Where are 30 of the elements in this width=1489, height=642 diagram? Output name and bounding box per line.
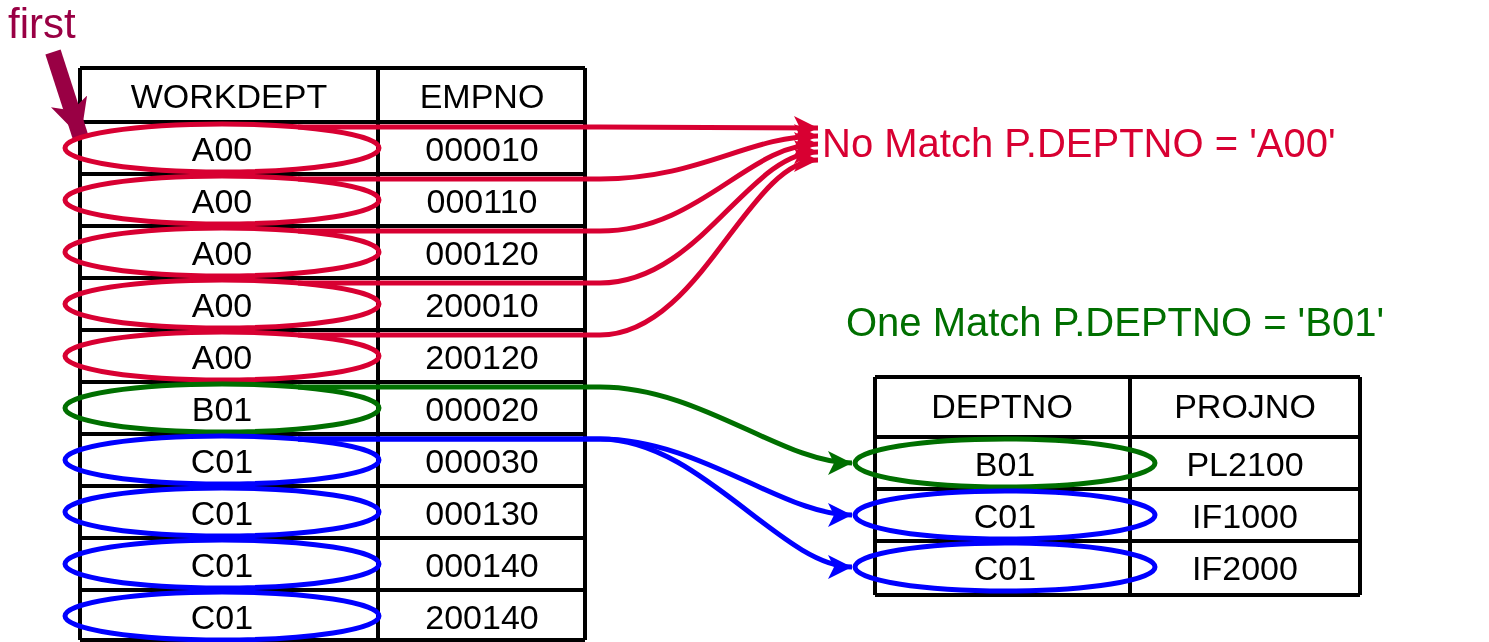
table-value: 000030 (425, 443, 539, 481)
circled-value: C01 (62, 433, 382, 487)
circled-value: C01 (852, 540, 1158, 594)
circled-value: A00 (62, 121, 382, 175)
column-header: WORKDEPT (130, 78, 328, 116)
table-value: IF1000 (1192, 498, 1298, 536)
circled-value: A00 (62, 225, 382, 279)
table-value: 200120 (425, 339, 539, 377)
pointer-label: first (8, 0, 112, 48)
circled-value: A00 (62, 173, 382, 227)
table-value: 000130 (425, 495, 539, 533)
circled-value: C01 (62, 537, 382, 591)
match-note: One Match P.DEPTNO = 'B01' (845, 300, 1385, 344)
table-value: 000140 (425, 547, 539, 585)
column-header: DEPTNO (931, 388, 1073, 426)
circled-value: B01 (62, 381, 382, 435)
result-note: No Match P.DEPTNO = 'A00' (822, 116, 1482, 170)
column-header: EMPNO (419, 78, 545, 116)
circled-value: C01 (62, 589, 382, 642)
circled-value: C01 (62, 485, 382, 539)
table-value: PL2100 (1186, 446, 1304, 484)
table-value: 000020 (425, 391, 539, 429)
table-value: IF2000 (1192, 550, 1298, 588)
column-header: PROJNO (1174, 388, 1316, 426)
arrow (45, 49, 89, 140)
circled-value: A00 (62, 277, 382, 331)
table-value: 200140 (425, 599, 539, 637)
circled-value: C01 (852, 488, 1158, 542)
circled-value: B01 (852, 436, 1158, 490)
circled-value: A00 (62, 329, 382, 383)
